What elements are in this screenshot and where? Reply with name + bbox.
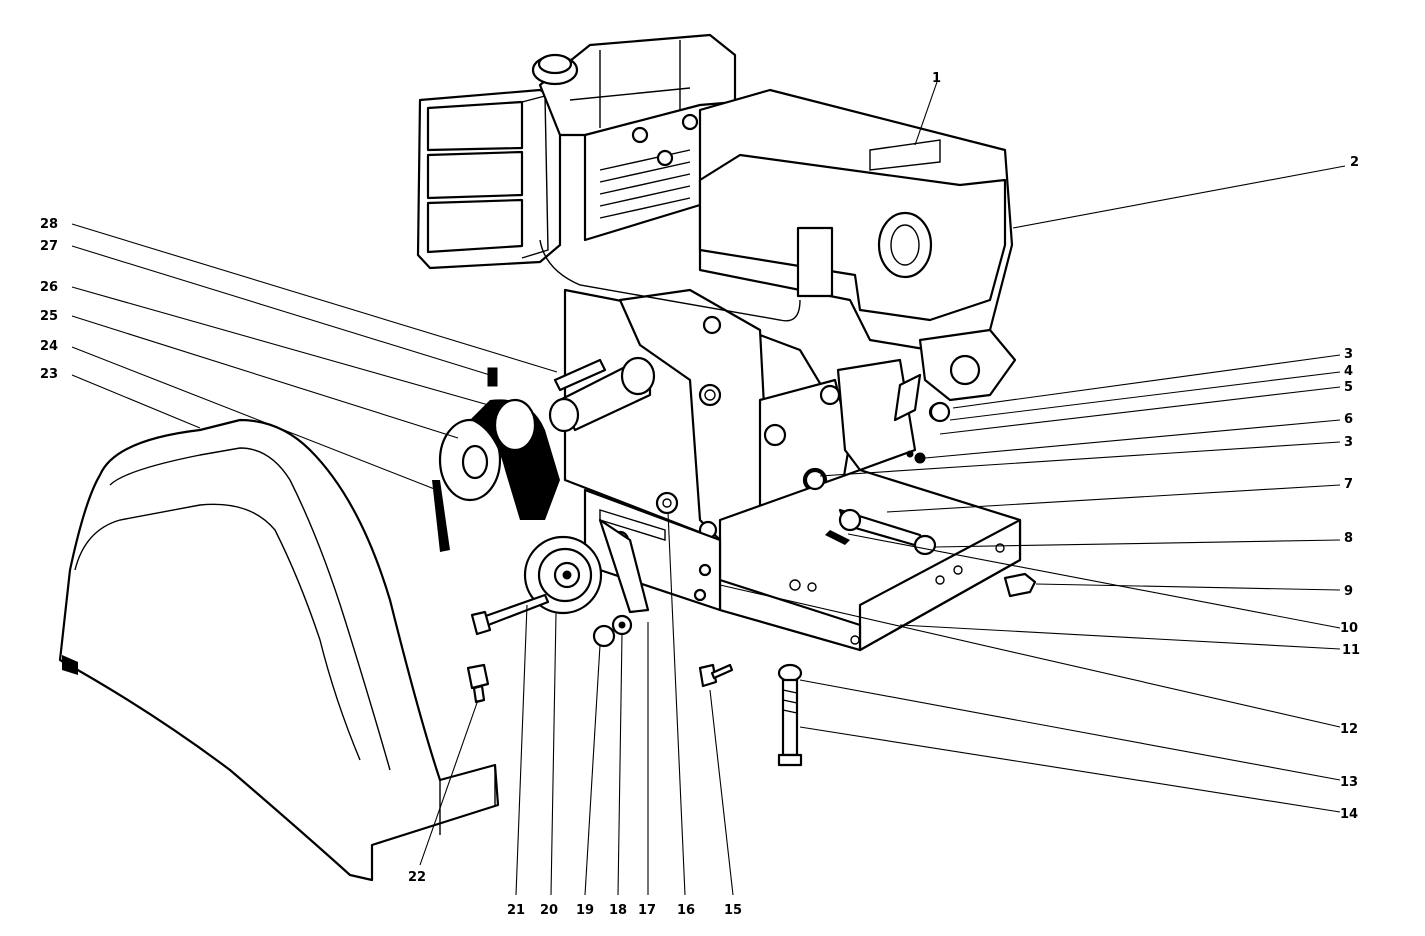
leader-3a — [952, 354, 1341, 409]
leader-1 — [914, 81, 938, 146]
pto-shaft — [548, 356, 656, 433]
leader-19 — [584, 644, 601, 896]
callout-27: 27 — [40, 239, 58, 254]
leader-9 — [1035, 583, 1341, 591]
leader-lines — [71, 81, 1346, 896]
nut-16 — [655, 491, 679, 515]
leader-2 — [1012, 165, 1346, 229]
leader-24 — [71, 346, 438, 491]
leader-6 — [924, 419, 1341, 459]
leader-8 — [934, 539, 1341, 548]
callout-23: 23 — [40, 367, 58, 382]
leader-21 — [515, 604, 528, 896]
callout-12: 12 — [1340, 722, 1358, 737]
callout-26: 26 — [40, 280, 58, 295]
callout-2: 2 — [1350, 155, 1359, 170]
leader-5 — [939, 386, 1341, 435]
callout-19: 19 — [576, 903, 594, 918]
leader-10 — [847, 533, 1341, 629]
bolt-13-14 — [777, 663, 803, 767]
nut-washer-18-19 — [592, 614, 633, 648]
leader-14 — [799, 726, 1341, 813]
air-cleaner — [416, 88, 562, 270]
set-screw-28 — [487, 367, 498, 387]
callout-3b: 3 — [1344, 435, 1353, 450]
leader-13 — [799, 679, 1341, 781]
clip-9 — [1003, 572, 1037, 598]
callout-1: 1 — [932, 71, 941, 86]
leader-23 — [71, 374, 201, 429]
callout-16: 16 — [677, 903, 695, 918]
callout-17: 17 — [638, 903, 656, 918]
callout-13: 13 — [1340, 775, 1358, 790]
engine-pulley-belt — [432, 398, 560, 552]
callout-24: 24 — [40, 339, 58, 354]
leader-12 — [719, 584, 1341, 728]
leader-26 — [71, 286, 493, 407]
callout-5: 5 — [1344, 380, 1353, 395]
bolt-21 — [470, 593, 550, 636]
callout-18: 18 — [609, 903, 627, 918]
engine-assembly-illustration — [58, 33, 1037, 882]
callout-6: 6 — [1344, 412, 1353, 427]
callout-8: 8 — [1344, 531, 1353, 546]
callout-21: 21 — [507, 903, 525, 918]
idler-pulley — [523, 535, 603, 615]
callout-9: 9 — [1344, 584, 1353, 599]
belt-cover — [58, 418, 500, 882]
bolts-7-8-10 — [804, 469, 937, 556]
callout-25: 25 — [40, 309, 58, 324]
callout-11: 11 — [1342, 643, 1360, 658]
leader-16 — [667, 511, 686, 896]
leader-3b — [819, 441, 1341, 477]
callout-22: 22 — [408, 870, 426, 885]
callout-28: 28 — [40, 217, 58, 232]
leader-11 — [899, 624, 1341, 650]
leader-20 — [550, 612, 557, 896]
callout-20: 20 — [540, 903, 558, 918]
base-plate — [718, 468, 1022, 652]
callout-4: 4 — [1344, 364, 1353, 379]
leader-22 — [419, 699, 479, 866]
callout-14: 14 — [1340, 807, 1358, 822]
callout-3a: 3 — [1344, 347, 1353, 362]
callout-10: 10 — [1340, 621, 1358, 636]
hardware-3-6 — [906, 401, 951, 464]
leader-28 — [71, 223, 558, 373]
bolt-15 — [698, 663, 734, 688]
blower-housing — [698, 88, 1014, 352]
callout-15: 15 — [724, 903, 742, 918]
leader-7 — [886, 484, 1341, 513]
leader-27 — [71, 245, 491, 376]
leader-18 — [617, 633, 623, 896]
leader-15 — [709, 689, 734, 896]
callout-numbers: 1 2 3 4 5 6 3 7 8 9 10 11 12 13 14 15 16… — [40, 71, 1360, 918]
bolt-22 — [466, 663, 490, 704]
callout-7: 7 — [1344, 477, 1353, 492]
leader-4 — [949, 371, 1341, 421]
idler-bracket — [583, 488, 722, 614]
leader-25 — [71, 315, 459, 439]
